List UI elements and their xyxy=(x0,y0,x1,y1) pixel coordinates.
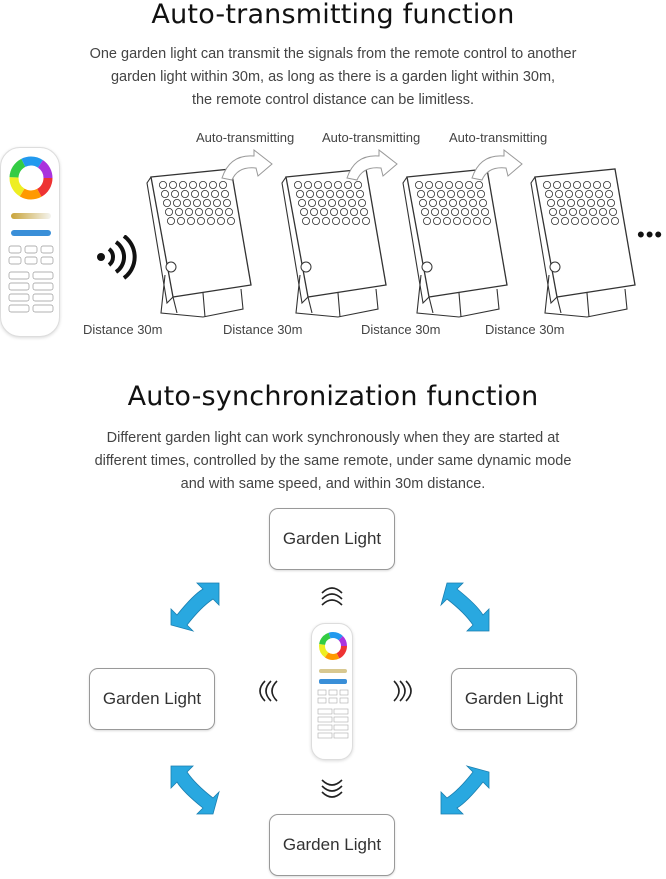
more-dots: ••• xyxy=(637,222,664,247)
section1-title: Auto-transmitting function xyxy=(151,0,515,30)
desc-line: Different garden light can work synchron… xyxy=(106,430,560,446)
hop-label: Auto-transmitting xyxy=(322,130,421,145)
desc-line: and with same speed, and within 30m dist… xyxy=(180,476,486,492)
desc-line: garden light within 30m, as long as ther… xyxy=(110,69,556,85)
section2-description: Different garden light can work synchron… xyxy=(0,427,666,496)
distance-label: Distance 30m xyxy=(83,322,163,337)
distance-label: Distance 30m xyxy=(223,322,303,337)
signal-wave-icon xyxy=(259,680,278,702)
floodlight-icon xyxy=(530,168,636,318)
hop-label: Auto-transmitting xyxy=(196,130,295,145)
hop-label: Auto-transmitting xyxy=(449,130,548,145)
bidirectional-arrow-icon xyxy=(440,582,490,632)
curved-arrow-icon xyxy=(221,148,273,181)
bidirectional-arrow-icon xyxy=(170,765,220,815)
desc-line: the remote control distance can be limit… xyxy=(191,92,475,108)
curved-arrow-icon xyxy=(346,148,398,181)
signal-wave-icon xyxy=(321,779,343,798)
floodlight-icon xyxy=(402,168,508,318)
distance-label: Distance 30m xyxy=(361,322,441,337)
desc-line: different times, controlled by the same … xyxy=(94,453,572,469)
remote-control-drawing xyxy=(8,156,54,313)
garden-light-box-bottom: Garden Light xyxy=(269,814,395,876)
curved-arrow-icon xyxy=(471,148,523,181)
desc-line: One garden light can transmit the signal… xyxy=(89,46,577,62)
signal-wave-icon xyxy=(321,587,343,606)
section2-title: Auto-synchronization function xyxy=(127,381,539,412)
remote-control xyxy=(0,147,60,337)
signal-wave-icon xyxy=(393,680,412,702)
garden-light-box-right: Garden Light xyxy=(451,668,577,730)
remote-control-center xyxy=(311,623,353,760)
garden-light-box-top: Garden Light xyxy=(269,508,395,570)
remote-control-drawing xyxy=(317,632,349,739)
wireless-signal-icon xyxy=(97,235,137,280)
section1-description: One garden light can transmit the signal… xyxy=(0,43,666,112)
floodlight-icon xyxy=(146,168,252,318)
bidirectional-arrow-icon xyxy=(170,582,220,632)
garden-light-box-left: Garden Light xyxy=(89,668,215,730)
floodlight-icon xyxy=(281,168,387,318)
bidirectional-arrow-icon xyxy=(440,765,490,815)
distance-label: Distance 30m xyxy=(485,322,565,337)
